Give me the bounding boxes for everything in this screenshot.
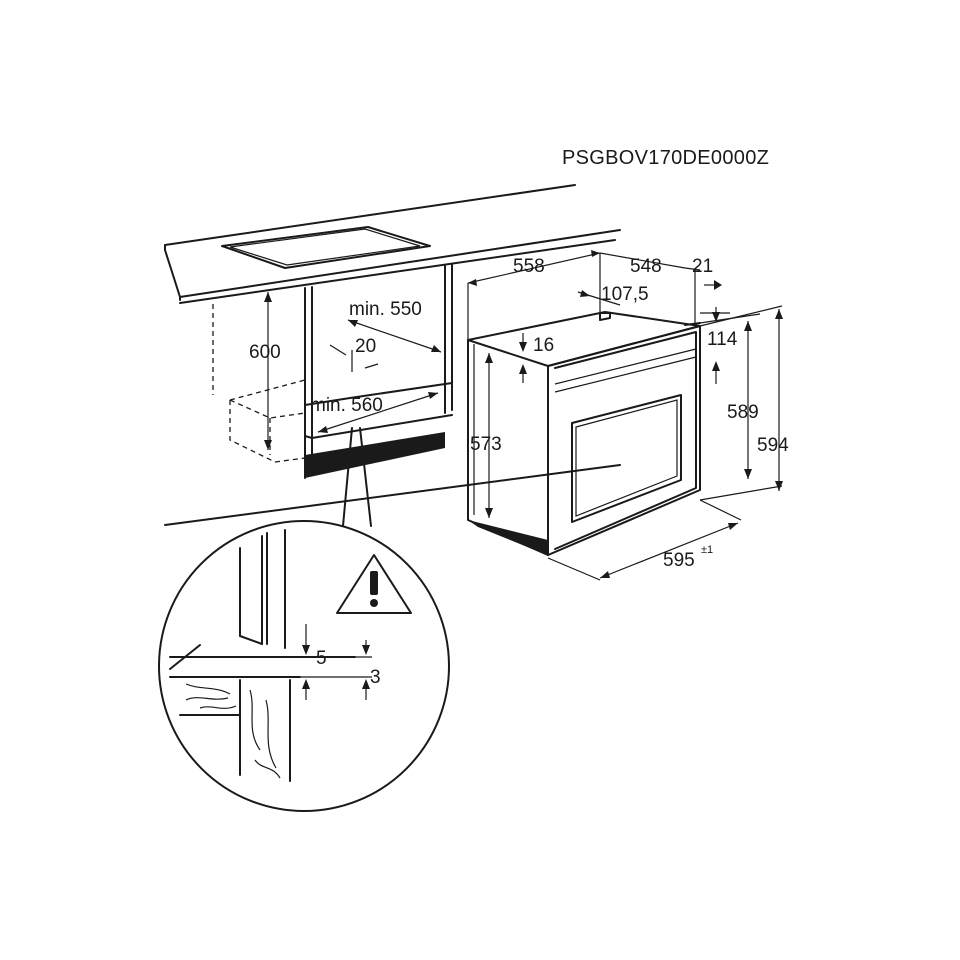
model-code: PSGBOV170DE0000Z <box>562 147 769 169</box>
hob-plate <box>221 226 431 269</box>
niche-depth-label: min. 550 <box>349 299 422 320</box>
oven-dimensions: 558 548 21 107,5 16 114 573 589 <box>467 250 789 581</box>
detail-gap-b-label: 3 <box>370 667 381 688</box>
oven-body <box>467 311 701 556</box>
control-offset-label: 107,5 <box>601 284 649 305</box>
plinth-band <box>305 432 445 478</box>
front-panel-thickness-label: 21 <box>692 256 713 277</box>
kitchen-cabinet <box>164 184 621 526</box>
niche-height-label: 600 <box>249 342 281 363</box>
detail-gap-a-label: 5 <box>316 648 327 669</box>
warning-triangle-icon <box>336 554 412 614</box>
front-offset-label: 114 <box>707 329 738 350</box>
body-height-label: 573 <box>470 434 502 455</box>
front-height-label: 594 <box>757 435 789 456</box>
niche-dimensions: 600 min. 550 20 min. 560 <box>249 292 442 450</box>
oven-width-label: 595 <box>663 550 695 571</box>
oven-depth-total-label: 558 <box>513 256 545 277</box>
detail-callout: 5 3 <box>158 427 450 812</box>
oven-width-tolerance: ±1 <box>701 544 713 556</box>
niche-width-label: min. 560 <box>310 395 383 416</box>
back-gap-label: 20 <box>355 336 376 357</box>
oven-body-depth-label: 548 <box>630 256 662 277</box>
top-gap-label: 16 <box>533 335 554 356</box>
front-inner-height-label: 589 <box>727 402 759 423</box>
